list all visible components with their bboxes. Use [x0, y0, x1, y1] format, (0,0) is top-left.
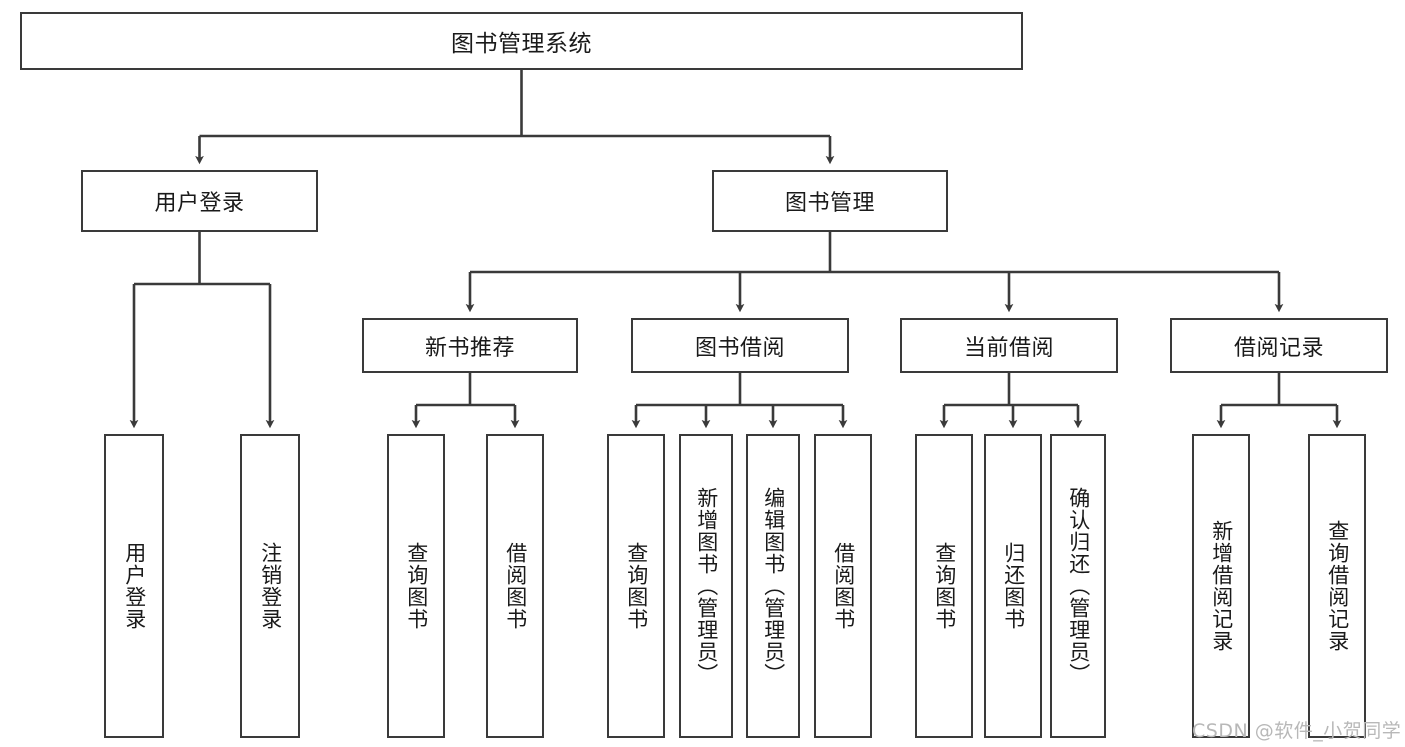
node-leaf-br-query[interactable]: 查询借阅记录 — [1308, 434, 1366, 738]
node-root-label: 图书管理系统 — [451, 31, 592, 57]
node-leaf-bb-edit-label: 编辑图书（管理员） — [761, 487, 786, 685]
node-leaf-logout[interactable]: 注销登录 — [240, 434, 300, 738]
node-leaf-bb-query-label: 查询图书 — [624, 542, 649, 630]
node-leaf-cb-query-label: 查询图书 — [932, 542, 957, 630]
node-book-manage-label: 图书管理 — [784, 191, 875, 216]
node-leaf-nbr-query[interactable]: 查询图书 — [387, 434, 445, 738]
node-leaf-bb-edit[interactable]: 编辑图书（管理员） — [746, 434, 800, 738]
node-leaf-br-query-label: 查询借阅记录 — [1325, 520, 1350, 652]
node-current-borrow[interactable]: 当前借阅 — [900, 318, 1118, 373]
node-leaf-cb-confirm-label: 确认归还（管理员） — [1066, 487, 1091, 685]
node-user-login-label: 用户登录 — [154, 191, 245, 216]
node-leaf-cb-confirm[interactable]: 确认归还（管理员） — [1050, 434, 1106, 738]
node-borrow-record-label: 借阅记录 — [1233, 335, 1324, 361]
node-borrow-record[interactable]: 借阅记录 — [1170, 318, 1388, 373]
node-leaf-br-add[interactable]: 新增借阅记录 — [1192, 434, 1250, 738]
node-leaf-bb-add-label: 新增图书（管理员） — [694, 487, 719, 685]
node-leaf-nbr-borrow[interactable]: 借阅图书 — [486, 434, 544, 738]
node-current-borrow-label: 当前借阅 — [963, 335, 1054, 361]
node-root[interactable]: 图书管理系统 — [20, 12, 1023, 70]
node-leaf-cb-return-label: 归还图书 — [1001, 542, 1026, 630]
node-user-login[interactable]: 用户登录 — [81, 170, 318, 232]
node-leaf-user-login[interactable]: 用户登录 — [104, 434, 164, 738]
node-leaf-cb-return[interactable]: 归还图书 — [984, 434, 1042, 738]
node-leaf-nbr-query-label: 查询图书 — [404, 542, 429, 630]
watermark-text: CSDN @软件_小贺同学 — [1192, 720, 1402, 742]
node-leaf-user-login-label: 用户登录 — [122, 542, 147, 630]
node-leaf-bb-query[interactable]: 查询图书 — [607, 434, 665, 738]
node-leaf-bb-borrow-label: 借阅图书 — [831, 542, 856, 630]
node-leaf-br-add-label: 新增借阅记录 — [1209, 520, 1234, 652]
node-leaf-bb-add[interactable]: 新增图书（管理员） — [679, 434, 733, 738]
node-leaf-bb-borrow[interactable]: 借阅图书 — [814, 434, 872, 738]
node-new-book-rec[interactable]: 新书推荐 — [362, 318, 578, 373]
node-leaf-logout-label: 注销登录 — [258, 542, 283, 630]
node-book-borrow-label: 图书借阅 — [694, 335, 785, 361]
node-leaf-nbr-borrow-label: 借阅图书 — [503, 542, 528, 630]
node-book-manage[interactable]: 图书管理 — [712, 170, 948, 232]
node-book-borrow[interactable]: 图书借阅 — [631, 318, 849, 373]
node-leaf-cb-query[interactable]: 查询图书 — [915, 434, 973, 738]
node-new-book-rec-label: 新书推荐 — [424, 335, 515, 361]
